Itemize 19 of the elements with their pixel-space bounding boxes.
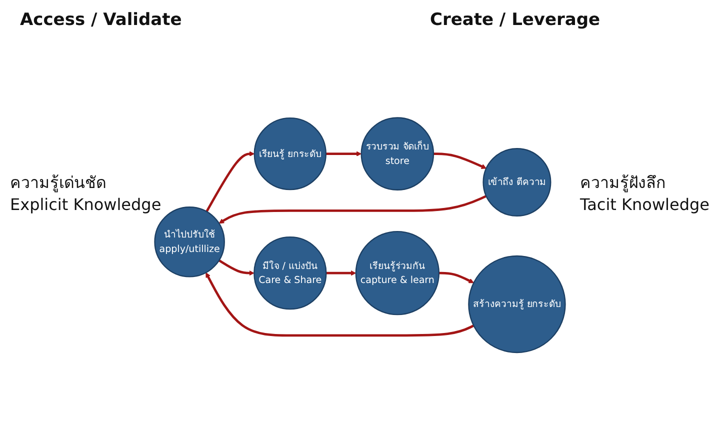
arrow	[438, 272, 474, 283]
node-circle: เรียนรู้ร่วมกัน capture & learn	[355, 230, 440, 316]
knowledge-label: ความรู้ฝังลึก	[580, 172, 666, 194]
node-circle: รวบรวม จัดเก็บ store	[360, 117, 434, 190]
node-circle: สร้างความรู้ ยกระดับ	[468, 255, 566, 353]
arrow	[326, 270, 356, 276]
group-title: Create / Leverage	[430, 10, 600, 30]
arrow	[206, 272, 474, 336]
node-circle: มีใจ / แบ่งปัน Care & Share	[254, 236, 327, 310]
knowledge-label: ความรู้เด่นชัด	[10, 172, 106, 194]
group-title: Access / Validate	[20, 10, 182, 30]
arrow	[206, 151, 255, 212]
arrow	[218, 259, 254, 276]
arrow	[433, 152, 486, 169]
knowledge-label: Tacit Knowledge	[580, 195, 710, 214]
node-circle: เข้าถึง ตีความ	[482, 148, 552, 216]
arrow	[326, 151, 362, 156]
arrow	[218, 194, 487, 224]
node-circle: เรียนรู้ ยกระดับ	[254, 117, 326, 190]
